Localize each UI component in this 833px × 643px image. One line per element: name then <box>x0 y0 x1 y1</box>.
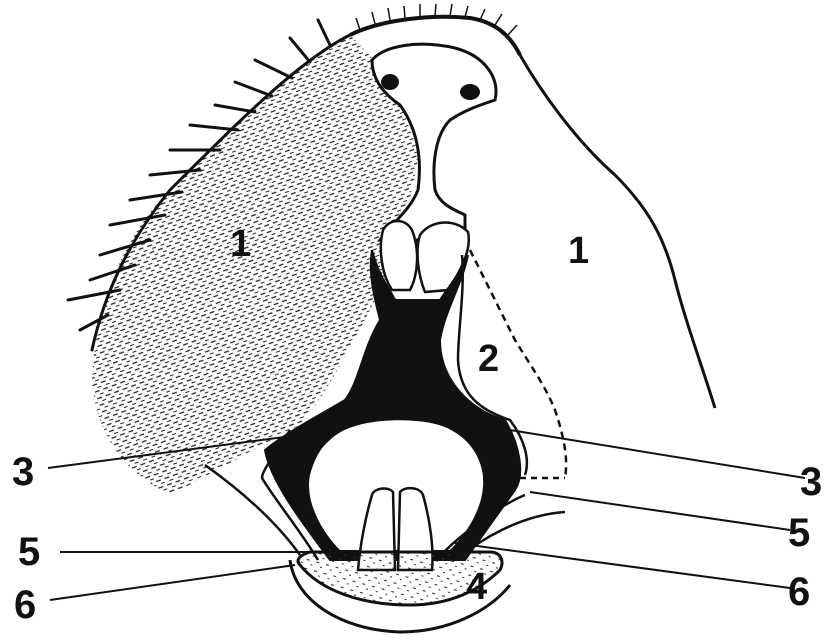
left-eye-spot <box>381 74 399 90</box>
leader-6-right <box>455 543 790 588</box>
leader-3-right <box>510 430 805 478</box>
dorsal-rim-hairs <box>356 4 517 35</box>
right-plate <box>520 55 715 408</box>
label-region-1-right: 1 <box>568 232 589 270</box>
label-region-1-left: 1 <box>230 225 251 263</box>
label-callout-3-right: 3 <box>800 462 822 502</box>
label-callout-5-left: 5 <box>18 532 40 572</box>
right-eye-spot <box>460 84 480 100</box>
label-callout-6-left: 6 <box>14 585 36 625</box>
upper-lobe-left <box>381 221 417 290</box>
label-callout-5-right: 5 <box>788 513 810 553</box>
label-callout-3-left: 3 <box>12 452 34 492</box>
leader-5-right <box>530 492 790 530</box>
label-region-4: 4 <box>466 568 487 606</box>
label-region-2: 2 <box>478 340 499 378</box>
label-callout-6-right: 6 <box>788 572 810 612</box>
leader-6-left <box>50 565 295 600</box>
inner-chamber <box>309 420 483 550</box>
